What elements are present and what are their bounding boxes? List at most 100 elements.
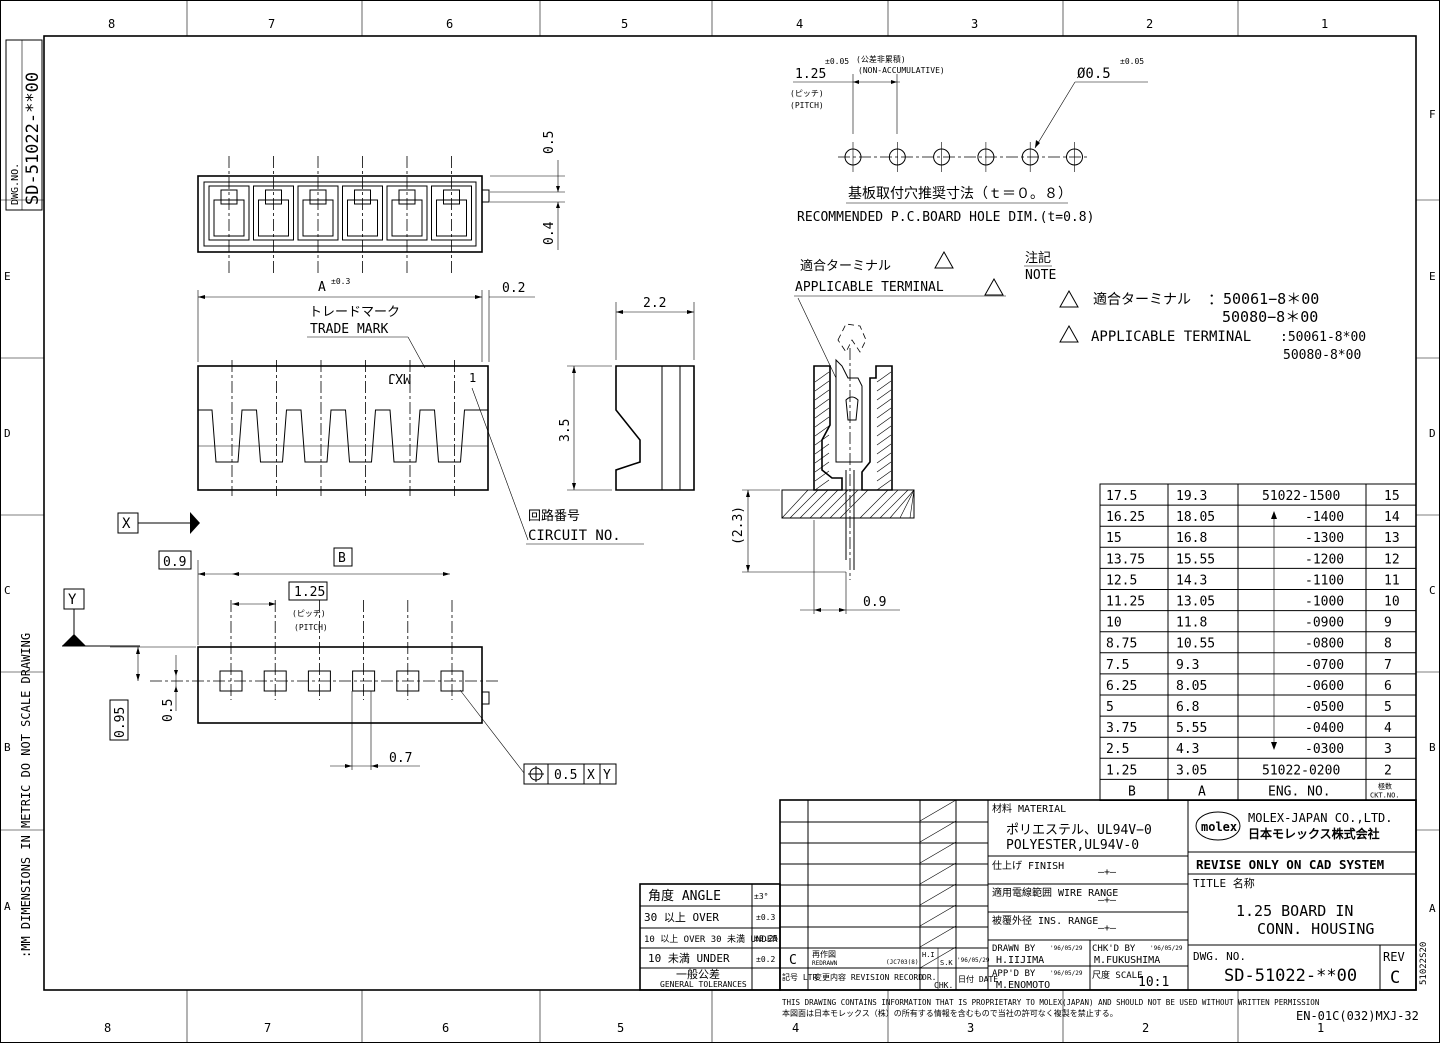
note-line2-val2: 50080-8*00	[1283, 348, 1361, 363]
ckt-cell-eng: -0600	[1305, 679, 1344, 694]
note-head-en: NOTE	[1025, 268, 1056, 283]
top-view: 0.5 0.4	[197, 131, 565, 274]
bottom-view: X Y 0.9 B 1.25 (ピッチ) (PITCH) 0.95 0.5	[62, 512, 617, 785]
revision-record: C 再作図 REDRAWN (JC703(8) H.I S.K '96/05/2…	[782, 949, 998, 990]
dim-22: 2.2	[643, 296, 666, 311]
tol-row-1-val: ±0.3	[756, 913, 775, 922]
dim-04-top: 0.4	[542, 221, 557, 245]
dim-05-bottom: 0.5	[161, 699, 176, 722]
zone-col-top: 7	[268, 17, 275, 31]
material-label: 材料 MATERIAL	[992, 802, 1066, 815]
terminal-jp: 適合ターミナル	[800, 258, 891, 274]
ckt-cell-eng: 51022-0200	[1262, 763, 1340, 778]
title-line2: CONN. HOUSING	[1257, 920, 1374, 938]
zone-row-left: C	[4, 584, 11, 597]
ins-label: 被覆外径 INS. RANGE	[992, 914, 1098, 927]
dim-07: 0.7	[389, 751, 412, 766]
ckt-cell-eng: -1100	[1305, 573, 1344, 588]
section-view: 適合ターミナル APPLICABLE TERMINAL (2.3) 0.9	[731, 250, 1006, 614]
general-tol-jp: 一般公差	[676, 967, 720, 981]
company-logo: molex	[1201, 820, 1237, 834]
general-tol-en: GENERAL TOLERANCES	[660, 980, 747, 989]
ckt-cell-eng: -0800	[1305, 637, 1344, 652]
drawn-label: DRAWN BY	[992, 944, 1036, 954]
ckt-cell-a: 13.05	[1176, 595, 1215, 610]
hole-pitch: 1.25	[795, 67, 826, 82]
datum-x: X	[122, 516, 131, 532]
ckt-cell-a: 18.05	[1176, 510, 1215, 525]
dim-095: 0.95	[113, 707, 128, 738]
zone-col-bottom: 8	[104, 1021, 111, 1035]
dim-02: 0.2	[502, 281, 525, 296]
zone-row-left: A	[4, 900, 11, 913]
angle-label: 角度 ANGLE	[648, 888, 721, 904]
title-label: TITLE 名称	[1193, 876, 1255, 890]
zone-row-right: F	[1429, 108, 1436, 121]
form-no: EN-01C(032)MXJ-32	[1296, 1009, 1419, 1023]
ckt-cell-eng: -0900	[1305, 616, 1344, 631]
ckt-cell-b: 15	[1106, 531, 1122, 546]
material-jp: ポリエステル、UL94V−0	[1006, 823, 1152, 838]
angle-tol: ±3°	[754, 892, 768, 901]
zone-col-bottom: 3	[967, 1021, 974, 1035]
hole-dia-tol: ±0.05	[1120, 57, 1144, 66]
ckt-cell-b: 11.25	[1106, 595, 1145, 610]
appd-label: APP'D BY	[992, 969, 1036, 979]
hdr-date: 日付 DATE	[958, 974, 998, 984]
revise-note: REVISE ONLY ON CAD SYSTEM	[1196, 857, 1384, 872]
ckt-cell-b: 13.75	[1106, 552, 1145, 567]
ckt-cell-ckt: 4	[1384, 721, 1392, 736]
company-en: MOLEX-JAPAN CO.,LTD.	[1248, 811, 1393, 825]
zone-row-left: B	[4, 741, 11, 754]
zone-row-right: C	[1429, 584, 1436, 597]
ckt-cell-eng: -0700	[1305, 658, 1344, 673]
front-view: A ±0.3 0.2 トレードマーク TRADE MARK MXJ 1 回路番号…	[197, 277, 644, 545]
zone-col-bottom: 2	[1142, 1021, 1149, 1035]
footer: THIS DRAWING CONTAINS INFORMATION THAT I…	[782, 998, 1419, 1023]
note-line1-val: ：50061−8＊00	[1208, 290, 1319, 308]
note-line1-jp: 適合ターミナル	[1093, 291, 1191, 308]
rev-chk: S.K	[940, 959, 953, 967]
ckt-cell-ckt: 12	[1384, 552, 1400, 567]
ckt-cell-eng: 51022-1500	[1262, 489, 1340, 504]
zone-col-bottom: 1	[1317, 1021, 1324, 1035]
ckt-cell-ckt: 5	[1384, 700, 1392, 715]
zone-col-bottom: 4	[792, 1021, 799, 1035]
ckt-head-ckt-en: CKT.NO.	[1370, 791, 1400, 799]
ckt-cell-eng: -0400	[1305, 721, 1344, 736]
finish-label: 仕上げ FINISH	[992, 859, 1064, 872]
rev-val: C	[1390, 968, 1400, 988]
tol-frame-y: Y	[603, 768, 611, 783]
ckt-cell-eng: -0300	[1305, 742, 1344, 757]
ckt-cell-a: 14.3	[1176, 573, 1207, 588]
ckt-cell-a: 5.55	[1176, 721, 1207, 736]
dim-a-tol: ±0.3	[331, 277, 350, 286]
note-line2-en: APPLICABLE TERMINAL	[1091, 329, 1251, 345]
zone-col-top: 2	[1146, 17, 1153, 31]
ckt-cell-ckt: 8	[1384, 637, 1392, 652]
ckt-cell-ckt: 15	[1384, 489, 1400, 504]
circuit-en: CIRCUIT NO.	[528, 528, 621, 544]
dwg-no: SD-51022-**00	[1224, 966, 1357, 986]
note-line2-val: :50061-8*00	[1280, 330, 1366, 345]
ins-dash: —+—	[1098, 923, 1117, 934]
hdr-dr: DR.	[922, 973, 936, 982]
zone-col-bottom: 6	[442, 1021, 449, 1035]
dwg-no-label: DWG. NO.	[1193, 950, 1246, 963]
scale-label: 尺度 SCALE	[1092, 969, 1143, 981]
trade-mark-jp: トレードマーク	[309, 305, 400, 320]
drawn-date: '96/05/29	[1050, 945, 1083, 952]
datum-y: Y	[68, 592, 77, 608]
dim-09-section: 0.9	[863, 595, 886, 610]
hole-dim-view: 1.25 ±0.05 (公差非累積) (NON-ACCUMULATIVE) (ピ…	[790, 54, 1148, 225]
ckt-cell-ckt: 9	[1384, 616, 1392, 631]
zone-col-top: 5	[621, 17, 628, 31]
ckt-head-eng: ENG. NO.	[1268, 784, 1331, 799]
terminal-en: APPLICABLE TERMINAL	[795, 280, 944, 295]
drawn-name: H.IIJIMA	[996, 955, 1044, 966]
ckt-cell-eng: -1300	[1305, 531, 1344, 546]
note-line1-val2: 50080−8＊00	[1222, 308, 1318, 326]
prop-en: THIS DRAWING CONTAINS INFORMATION THAT I…	[782, 998, 1319, 1007]
